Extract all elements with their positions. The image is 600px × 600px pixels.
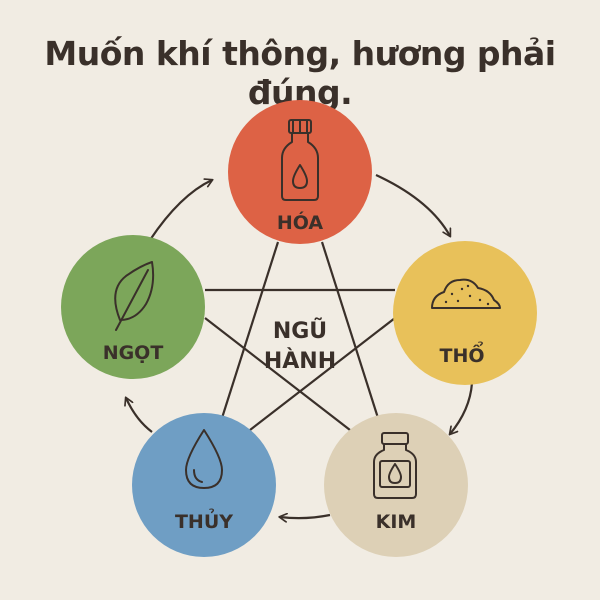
node-hoa-label: HÓA bbox=[277, 210, 324, 234]
node-thuy-label: THỦY bbox=[175, 508, 233, 533]
powder-pile-icon bbox=[431, 278, 501, 309]
bottle-drop-icon bbox=[281, 119, 319, 201]
node-ngot-circle bbox=[61, 235, 205, 379]
arrow-kim-to-thuy bbox=[278, 512, 331, 523]
node-thuy-circle bbox=[132, 413, 276, 557]
center-label-line1: NGŨ bbox=[273, 318, 327, 344]
star-lines bbox=[204, 241, 396, 431]
arrow-thuy-to-ngot bbox=[124, 396, 153, 433]
arrow-hoa-to-tho bbox=[375, 174, 452, 238]
node-kim-label: KIM bbox=[376, 511, 417, 533]
node-ngot: NGỌT bbox=[61, 235, 205, 379]
star-line-hoa-kim bbox=[320, 241, 380, 419]
node-kim: KIM bbox=[324, 413, 468, 557]
arrow-ngot-to-hoa bbox=[149, 178, 214, 241]
star-line-hoa-thuy bbox=[220, 241, 280, 419]
leaf-icon bbox=[114, 261, 155, 331]
node-hoa: HÓA bbox=[228, 100, 372, 244]
cycle-arrows bbox=[124, 174, 474, 523]
page-title: Muốn khí thông, hương phải đúng. bbox=[44, 34, 556, 112]
node-tho-circle bbox=[393, 241, 537, 385]
node-ngot-label: NGỌT bbox=[103, 342, 164, 364]
water-drop-icon bbox=[185, 429, 223, 489]
arrow-tho-to-kim bbox=[448, 382, 474, 436]
star-line-ngot-kim bbox=[204, 317, 351, 431]
node-thuy: THỦY bbox=[132, 413, 276, 557]
star-line-tho-thuy bbox=[249, 317, 396, 431]
node-tho-label: THỔ bbox=[439, 340, 484, 367]
node-hoa-circle bbox=[228, 100, 372, 244]
jar-drop-icon bbox=[373, 432, 417, 499]
node-tho: THỔ bbox=[393, 241, 537, 385]
center-label-line2: HÀNH bbox=[264, 348, 336, 374]
node-kim-circle bbox=[324, 413, 468, 557]
